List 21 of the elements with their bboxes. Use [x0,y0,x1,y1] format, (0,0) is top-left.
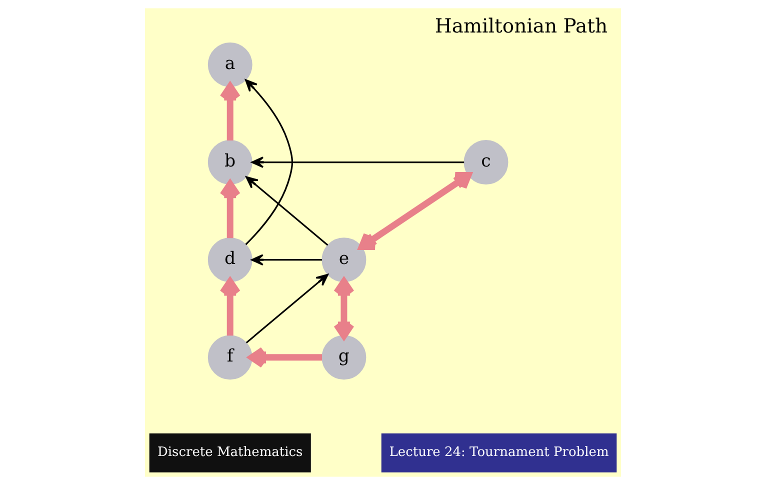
node-circle: e [321,238,366,282]
arrow [248,346,322,368]
arrow [245,176,328,246]
arrow [219,180,240,238]
arrow [245,274,328,344]
diagram-title: Hamiltonian Path [434,14,608,38]
node-circle: f [207,335,252,380]
label: Discrete Mathematics [156,445,302,460]
node-circle: d [207,238,252,282]
node-circle: b [207,140,252,184]
arrow [219,83,240,140]
arrow [244,79,293,246]
arrow [250,156,464,168]
node-circle: g [321,335,366,380]
node-circle: a [207,42,252,87]
arrow [358,172,472,250]
label: Lecture 24: Tournament Problem [388,445,608,460]
node-circle: c [463,140,508,184]
arrow [332,278,354,340]
arrow [219,278,240,336]
arrow [250,254,322,266]
